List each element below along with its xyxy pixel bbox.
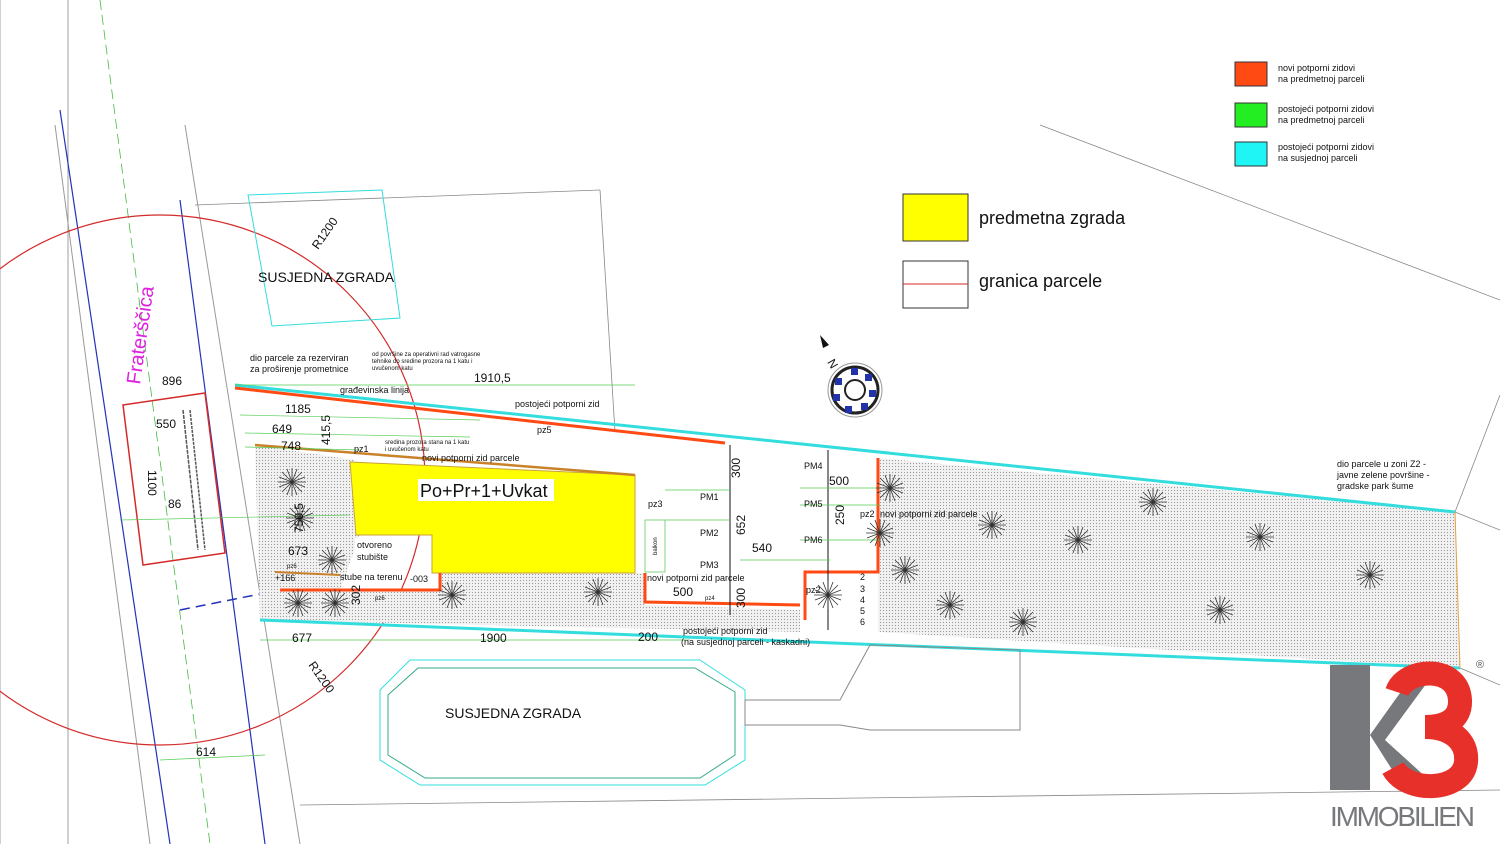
labels-terrain_steps-label: stube na terenu: [340, 572, 403, 582]
dimensions-d652-label: 652: [734, 515, 748, 535]
walls-4-label: pz4: [705, 596, 715, 602]
labels-neighbor_wall_2-label: (na susjednoj parceli - kaskadni): [681, 637, 810, 647]
parking-0-label: PM1: [700, 492, 719, 502]
legend-label: na susjednoj parceli: [1278, 153, 1358, 163]
neighbor-building-top: [247, 189, 401, 327]
svg-text:®: ®: [1476, 659, 1484, 671]
walls-0-label: pz1: [354, 444, 369, 454]
walls-1-label: pz2: [860, 509, 875, 519]
dimensions-d673-label: 673: [288, 544, 308, 558]
balcony: [644, 519, 666, 573]
dimensions-d415-label: 415,5: [319, 415, 333, 445]
svg-text:IMMOBILIEN: IMMOBILIEN: [1330, 801, 1475, 832]
dimensions-d200-label: 200: [638, 630, 658, 644]
dimensions-d1100-label: 1100: [145, 470, 159, 496]
front-garden: [255, 445, 800, 632]
parking-2-label: PM3: [700, 560, 719, 570]
legend-label: novi potporni zidovi: [1278, 63, 1355, 73]
dimensions-d500b-label: 500: [829, 474, 849, 488]
labels-zone_3-label: gradske park šume: [1337, 481, 1414, 491]
legend-label: na predmetnoj parceli: [1278, 74, 1365, 84]
labels-fire_note_2-label: tehnike do sredine prozora na 1 katu i: [372, 359, 472, 365]
walls-6-label: pz6: [287, 564, 297, 570]
parcel-boundary: [234, 383, 1461, 670]
labels-neighbor_wall_1-label: postojeći potporni zid: [683, 626, 768, 636]
labels-building-label: Po+Pr+1+Uvkat: [420, 481, 548, 501]
legend-label: na predmetnoj parceli: [1278, 115, 1365, 125]
parking-reservation-rect: [122, 392, 226, 566]
labels-new_wall_1-label: novi potporni zid parcele: [422, 453, 520, 463]
dimensions-d748-label: 748: [281, 439, 301, 453]
main-legend: predmetna zgrada granica parcele: [902, 193, 1126, 309]
labels-window_note_2-label: i uvučenom katu: [385, 447, 429, 453]
labels-reserved_2-label: za proširenje prometnice: [250, 364, 349, 374]
north-arrow-icon: [820, 335, 883, 418]
dimensions-d649-label: 649: [272, 422, 292, 436]
dimensions-d540-label: 540: [752, 541, 772, 555]
labels-zone_2-label: javne zelene površine -: [1336, 470, 1430, 480]
labels-stairs_2-label: stubište: [357, 552, 388, 562]
dimensions-d302-label: 302: [349, 585, 363, 605]
labels-reserved_1-label: dio parcele za rezerviran: [250, 353, 349, 363]
dimensions-d614-label: 614: [196, 745, 216, 759]
walls-7-label: pz6: [375, 596, 385, 602]
legend-label: predmetna zgrada: [979, 208, 1126, 228]
steps-4-label: 6: [860, 617, 865, 627]
labels-new_wall_2-label: novi potporni zid parcele: [647, 573, 745, 583]
labels-neighbor_top-label: SUSJEDNA ZGRADA: [258, 269, 395, 285]
garden-area: [878, 458, 1460, 668]
labels-building_line-label: građevinska linija: [340, 385, 409, 395]
dimension-lines: [119, 384, 880, 761]
dimensions-d86-label: 86: [168, 497, 182, 511]
dimensions-d003-label: -003: [410, 574, 428, 584]
steps-1-label: 3: [860, 584, 865, 594]
labels-fire_note_3-label: uvučenom katu: [372, 366, 413, 372]
street: [54, 0, 301, 844]
dimensions-d250-label: 250: [833, 505, 847, 525]
walls-5-label: pz5: [537, 425, 552, 435]
labels-new_wall_3-label: novi potporni zid parcele: [880, 509, 978, 519]
dimensions-d300a-label: 300: [729, 458, 743, 478]
dimensions-d750-label: 750,5: [292, 503, 306, 533]
parking-4-label: PM5: [804, 499, 823, 509]
labels-neighbor_bottom-label: SUSJEDNA ZGRADA: [445, 705, 582, 721]
legend-label: postojeći potporni zidovi: [1278, 142, 1374, 152]
dimensions-d500a-label: 500: [673, 585, 693, 599]
labels-window_note_1-label: sredina prozora stana na 1 katu: [385, 440, 469, 446]
dimensions-d896-label: 896: [162, 374, 182, 388]
dimensions-r1-label: R1200: [309, 214, 341, 251]
labels-existing_wall-label: postojeći potporni zid: [515, 399, 600, 409]
dimensions-d677-label: 677: [292, 631, 312, 645]
steps-0-label: 2: [860, 572, 865, 582]
dimensions-d1900-label: 1900: [480, 631, 507, 645]
labels-zone_1-label: dio parcele u zoni Z2 -: [1337, 459, 1426, 469]
walls-3-label: pz3: [648, 499, 663, 509]
balcony-label: balkon: [653, 537, 659, 555]
dimensions-d166-label: +166: [275, 573, 295, 583]
steps-2-label: 4: [860, 595, 865, 605]
rotated-note-lines: [182, 409, 206, 551]
dimensions-d1910-label: 1910,5: [474, 371, 511, 385]
labels-stairs_1-label: otvoreno: [357, 540, 392, 550]
labels-fire_note_1-label: od površine za operativni rad vatrogasne: [372, 352, 481, 358]
parking-3-label: PM4: [804, 461, 823, 471]
steps-3-label: 5: [860, 606, 865, 616]
neighbor-building-bottom: [379, 644, 1021, 786]
dimensions-d1185-label: 1185: [285, 402, 311, 416]
parking-1-label: PM2: [700, 528, 719, 538]
parking-5-label: PM6: [804, 535, 823, 545]
walls-2-label: pz2: [806, 585, 821, 595]
k3-immobilien-logo: IMMOBILIEN ®: [1330, 659, 1484, 832]
legend-label: postojeći potporni zidovi: [1278, 104, 1374, 114]
dimensions-d550-label: 550: [156, 417, 176, 431]
legend-label: granica parcele: [979, 271, 1102, 291]
dimensions-d300b-label: 300: [734, 588, 748, 608]
street-name: Fraterščica: [123, 284, 159, 386]
small-legend: novi potporni zidovi na predmetnoj parce…: [1234, 61, 1374, 167]
